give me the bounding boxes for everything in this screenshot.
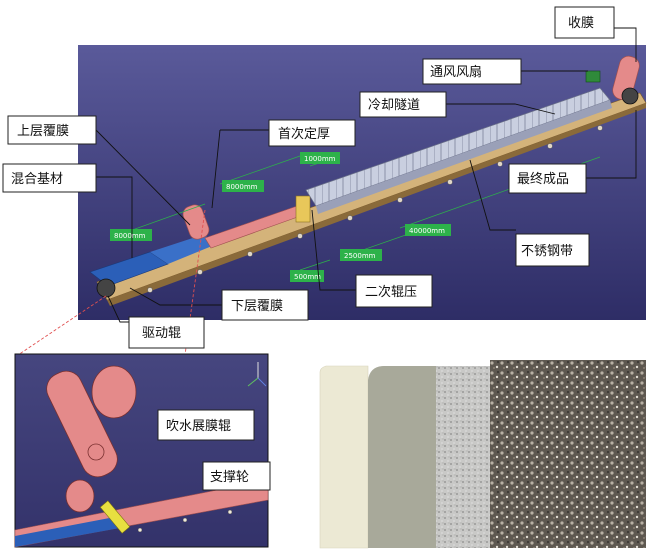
label-second-roll: 二次辊压 xyxy=(355,274,433,308)
svg-text:收膜: 收膜 xyxy=(568,16,594,31)
sample-grey-green xyxy=(368,366,436,548)
svg-text:支撑轮: 支撑轮 xyxy=(210,470,249,485)
label-cooling-tunnel: 冷却隧道 xyxy=(359,91,447,118)
first-thickness-roller xyxy=(295,195,311,223)
svg-text:下层覆膜: 下层覆膜 xyxy=(231,299,283,314)
svg-text:8000mm: 8000mm xyxy=(226,183,258,191)
label-drive-roller: 驱动辊 xyxy=(128,316,205,349)
svg-text:吹水展膜辊: 吹水展膜辊 xyxy=(166,419,231,434)
drive-roller-shape xyxy=(96,278,116,298)
dim-40000: 40000mm xyxy=(405,224,451,236)
dim-8000-upper: 8000mm xyxy=(222,180,264,192)
inset-support-wheel xyxy=(99,500,131,534)
end-drive-roller xyxy=(621,87,639,105)
inset-lower-roller xyxy=(65,479,95,513)
svg-text:混合基材: 混合基材 xyxy=(11,172,63,187)
material-samples xyxy=(306,356,646,549)
svg-text:不锈钢带: 不锈钢带 xyxy=(521,244,573,259)
svg-text:2500mm: 2500mm xyxy=(344,252,376,260)
svg-text:驱动辊: 驱动辊 xyxy=(142,326,181,341)
label-stainless-belt: 不锈钢带 xyxy=(515,233,590,267)
belt-edge xyxy=(107,103,646,306)
base-material-layer xyxy=(150,234,212,264)
inset-support-dots xyxy=(137,509,233,533)
sample-light-speckle xyxy=(436,366,490,548)
svg-text:40000mm: 40000mm xyxy=(409,227,445,235)
svg-text:1000mm: 1000mm xyxy=(304,155,336,163)
sample-dark-granite xyxy=(490,360,646,548)
svg-text:冷却隧道: 冷却隧道 xyxy=(368,97,420,113)
inset-blow-roller xyxy=(87,443,105,461)
svg-text:500mm: 500mm xyxy=(294,273,321,281)
axis-triad-icon xyxy=(247,362,267,387)
svg-text:8000mm: 8000mm xyxy=(114,232,146,240)
svg-text:首次定厚: 首次定厚 xyxy=(278,126,330,142)
inset-base-layer xyxy=(15,516,120,547)
svg-text:二次辊压: 二次辊压 xyxy=(365,284,417,300)
inset-top-roller xyxy=(91,365,137,419)
svg-text:最终成品: 最终成品 xyxy=(517,171,569,187)
label-support-wheel: 支撑轮 xyxy=(202,461,271,491)
tunnel-side xyxy=(316,100,612,214)
label-final-product: 最终成品 xyxy=(508,163,587,194)
dim-1000: 1000mm xyxy=(300,152,340,164)
label-lower-film: 下层覆膜 xyxy=(221,289,309,321)
dim-500: 500mm xyxy=(290,270,324,282)
dim-2500: 2500mm xyxy=(340,249,382,261)
label-upper-film: 上层覆膜 xyxy=(7,115,97,145)
fan-unit xyxy=(585,70,601,83)
sample-cream xyxy=(319,365,369,549)
label-first-thickness: 首次定厚 xyxy=(268,119,356,147)
svg-text:通风风扇: 通风风扇 xyxy=(430,64,482,80)
inset-detail-view: 吹水展膜辊 支撑轮 xyxy=(14,353,271,548)
label-fan: 通风风扇 xyxy=(422,58,522,85)
label-film-take-up: 收膜 xyxy=(554,6,615,39)
label-blow-roller: 吹水展膜辊 xyxy=(157,409,255,441)
svg-text:上层覆膜: 上层覆膜 xyxy=(17,124,69,139)
support-wheels xyxy=(147,125,603,293)
main-scene: 1000mm 8000mm 8000mm 2500mm 40000mm 500m… xyxy=(78,45,647,320)
label-mixed-base: 混合基材 xyxy=(2,163,97,193)
dim-8000-lower: 8000mm xyxy=(110,229,152,241)
